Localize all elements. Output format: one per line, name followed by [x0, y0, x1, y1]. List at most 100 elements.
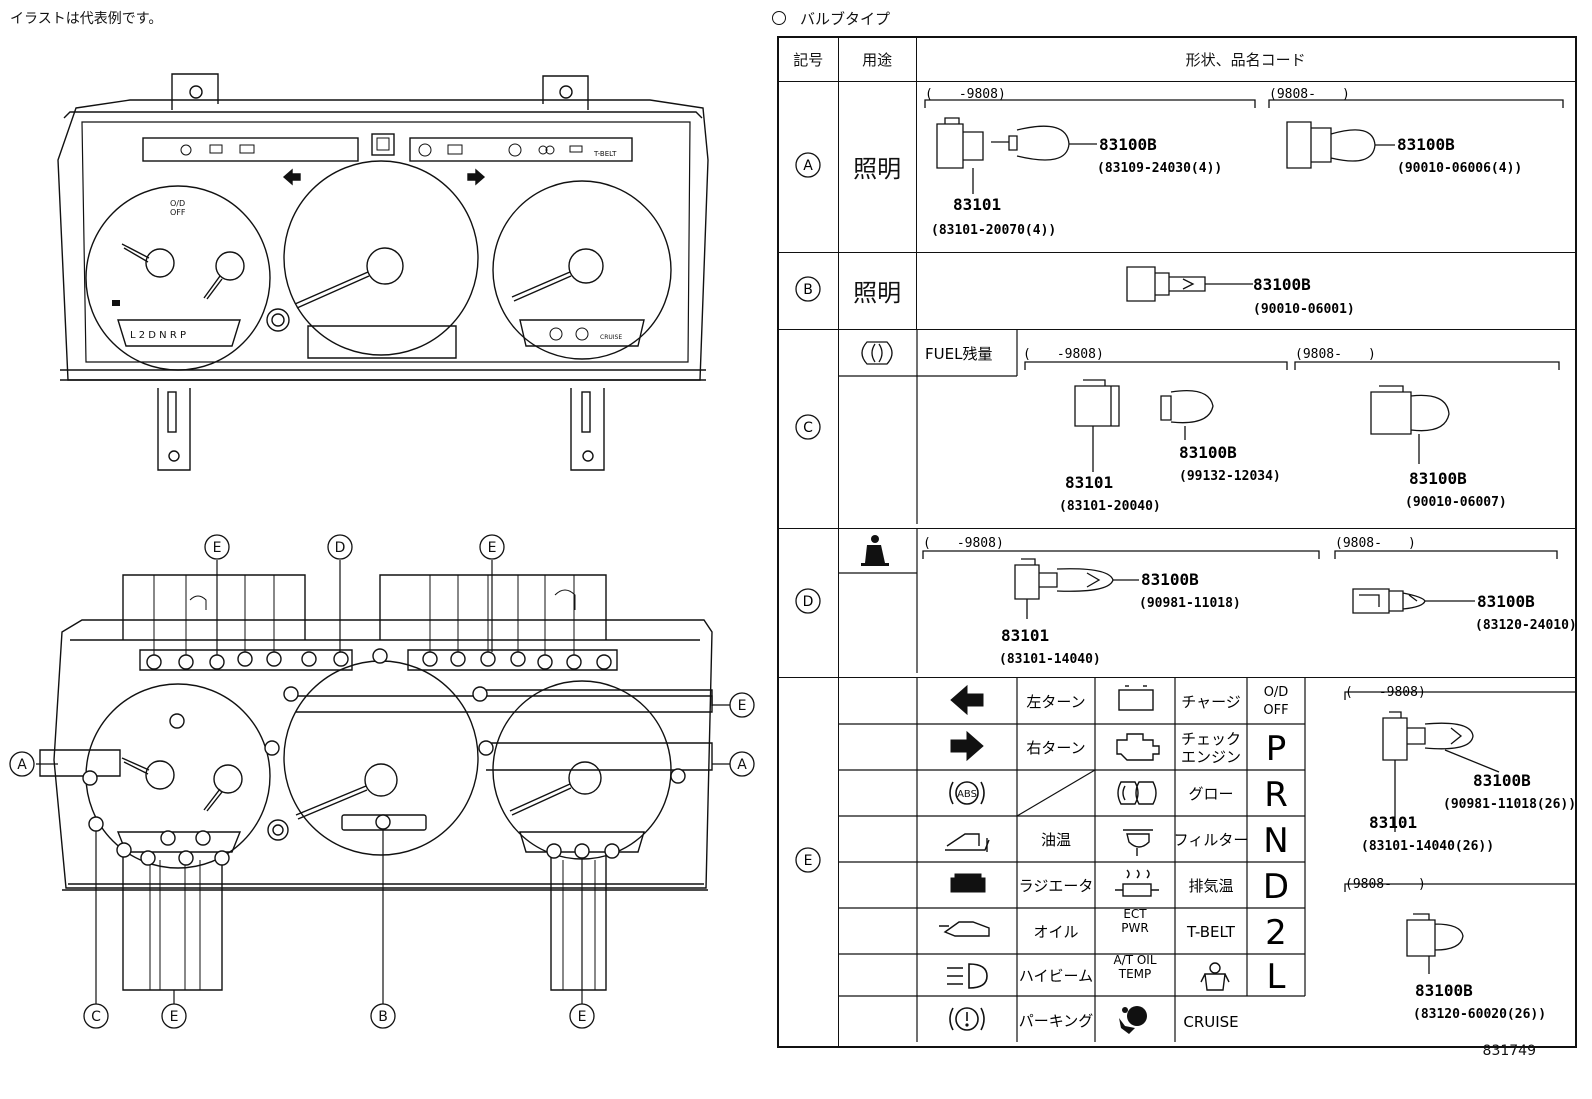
shift-od-line2: OFF — [1263, 703, 1288, 718]
row-d: D — [777, 527, 1576, 678]
cluster-rear-illustration — [9, 534, 755, 1029]
row-e-bulb-code-after: (83120-60020(26)) — [1413, 1007, 1546, 1022]
symbol-b: B — [795, 275, 821, 302]
filter-icon — [1122, 828, 1153, 856]
row-d-period-before: ( -9808) — [923, 536, 1004, 551]
row-e-bulb-code-before: (90981-11018(26)) — [1443, 797, 1575, 812]
usage-b: 照明 — [837, 251, 917, 330]
header-usage: 用途 — [837, 36, 917, 82]
row-a-bulb-label-before: 83100B — [1099, 135, 1157, 154]
legend-charge: チャージ — [1181, 693, 1241, 711]
row-c-bulb-label-after: 83100B — [1409, 469, 1467, 488]
od-off-text-2: OFF — [170, 208, 186, 217]
svg-text:A: A — [803, 158, 813, 174]
row-a-figure: ( -9808) (9808- ) 83100B (83109-24030(4)… — [924, 87, 1564, 238]
row-a-period-before: ( -9808) — [925, 87, 1006, 102]
callout-top-d: D — [335, 540, 346, 556]
row-e-socket-code: (83101-14040(26)) — [1361, 839, 1494, 854]
symbol-e: E — [795, 846, 821, 873]
seatbelt-icon — [860, 534, 889, 566]
row-a-bulb-label-after: 83100B — [1397, 135, 1455, 154]
row-a-socket-code: (83101-20070(4)) — [931, 223, 1056, 238]
shift-r: R — [1264, 775, 1288, 815]
left-turn-arrow-icon — [949, 684, 983, 715]
shift-p: P — [1265, 729, 1286, 769]
symbol-c: C — [795, 413, 821, 440]
at-oil-line1: A/T OIL — [1113, 953, 1156, 967]
callout-bottom-e2: E — [578, 1009, 587, 1025]
symbol-a: A — [795, 151, 821, 178]
glow-plug-icon — [1116, 780, 1157, 805]
row-a-bulb-code-after: (90010-06006(4)) — [1397, 161, 1522, 176]
legend-exhaust-temp: 排気温 — [1188, 877, 1233, 895]
row-c-period-after: (9808- ) — [1295, 347, 1376, 362]
row-c-bulb-code-before: (99132-12034) — [1179, 469, 1281, 484]
callout-top-e2: E — [488, 540, 497, 556]
cruise-person-icon — [1199, 961, 1230, 991]
row-d-bulb-code-before: (90981-11018) — [1139, 596, 1241, 611]
legend-right-turn: 右ターン — [1026, 739, 1085, 757]
abs-icon-text: ABS — [957, 789, 977, 800]
legend-radiator: ラジエータ — [1018, 877, 1093, 895]
cruise-text: CRUISE — [600, 334, 622, 341]
at-oil-line2: TEMP — [1117, 967, 1151, 981]
legend-tbelt: T-BELT — [1186, 923, 1236, 941]
row-c-socket-code: (83101-20040) — [1059, 499, 1161, 514]
radiator-icon — [950, 873, 985, 892]
tbelt-text: T-BELT — [593, 150, 617, 158]
shift-2: 2 — [1265, 913, 1287, 953]
bulb-table: 記号 用途 形状、品名コード A 照明 ( -9808) (9808- ) — [777, 36, 1592, 1048]
row-d-bulb-label-before: 83100B — [1141, 570, 1199, 589]
row-c-socket-label: 83101 — [1065, 473, 1113, 492]
oil-temp-icon — [944, 832, 990, 852]
usage-a: 照明 — [837, 80, 917, 253]
row-c-bulb-label-before: 83100B — [1179, 443, 1237, 462]
legend-parking: パーキング — [1018, 1012, 1093, 1030]
glow-icon-c — [860, 340, 893, 365]
callout-left-a: A — [17, 757, 27, 773]
row-d-bulb-label-after: 83100B — [1477, 592, 1535, 611]
row-d-period-after: (9808- ) — [1335, 536, 1416, 551]
callout-bottom-e1: E — [170, 1009, 179, 1025]
airbag-icon — [1118, 1005, 1147, 1034]
header-shape-code: 形状、品名コード — [915, 36, 1577, 82]
battery-icon — [1117, 684, 1154, 711]
row-b: B 照明 83100B (90010-06001) — [777, 251, 1577, 330]
svg-text:E: E — [804, 853, 813, 869]
row-e-bulb-label-after: 83100B — [1415, 981, 1473, 1000]
row-d-figure: ( -9808) (9808- ) 83100B (90981-11018) 8… — [838, 528, 1576, 673]
legend-check-engine-1: チェック — [1180, 730, 1240, 748]
shift-n: N — [1263, 821, 1288, 861]
row-d-socket-code: (83101-14040) — [999, 652, 1101, 667]
parking-brake-icon — [948, 1006, 985, 1031]
oil-pressure-icon — [938, 920, 990, 937]
illustration-note: イラストは代表例です。 — [10, 11, 163, 27]
ect-pwr-line2: PWR — [1121, 921, 1148, 935]
bulb-type-title: バルブタイプ — [772, 8, 890, 29]
abs-icon — [948, 780, 985, 805]
bulb-type-label: バルブタイプ — [800, 10, 891, 28]
row-e-figure: ABS ECT PWR A/T OIL TEMP 左タ — [838, 677, 1592, 1042]
row-e-bulb-label-before: 83100B — [1473, 771, 1531, 790]
row-e: E — [777, 676, 1592, 1047]
table-header-row: 記号 用途 形状、品名コード — [777, 36, 1577, 82]
svg-text:D: D — [803, 594, 814, 610]
callout-bottom-c: C — [91, 1009, 101, 1025]
legend-left-turn: 左ターン — [1026, 693, 1085, 711]
legend-check-engine-2: エンジン — [1180, 748, 1240, 766]
row-e-socket-label: 83101 — [1369, 813, 1417, 832]
shift-od-line1: O/D — [1263, 685, 1288, 700]
legend-filter: フィルター — [1173, 831, 1248, 849]
ect-pwr-line1: ECT — [1123, 907, 1147, 921]
callout-right-e: E — [738, 698, 747, 714]
exhaust-temp-icon — [1114, 869, 1159, 897]
circle-icon — [772, 11, 786, 25]
row-b-bulb-code: (90010-06001) — [1253, 302, 1355, 317]
row-c-usage-label: FUEL残量 — [925, 345, 992, 363]
od-off-text-1: O/D — [170, 199, 185, 208]
svg-text:C: C — [803, 420, 813, 436]
right-turn-arrow-icon — [950, 730, 984, 761]
row-e-period-after: (9808- ) — [1345, 877, 1426, 892]
row-b-bulb-label: 83100B — [1253, 275, 1311, 294]
legend-oil-temp: 油温 — [1040, 831, 1070, 849]
